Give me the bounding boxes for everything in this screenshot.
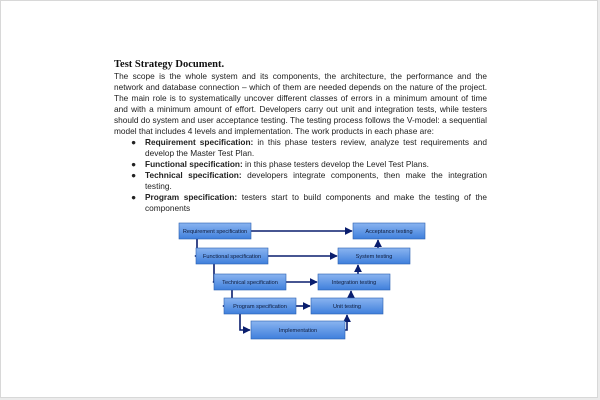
acceptance-testing-box: Acceptance testing: [352, 222, 426, 240]
bullet-term: Requirement specification:: [145, 137, 254, 147]
bullet-term: Technical specification:: [145, 170, 242, 180]
bullet-icon: ●: [131, 159, 137, 169]
list-item: ● Requirement specification: in this phas…: [131, 137, 487, 159]
acceptance-testing-label: Acceptance testing: [365, 229, 412, 235]
up-arrow: [343, 314, 351, 331]
technical-specification-label: Technical specification: [222, 280, 278, 286]
functional-specification-box: Functional specification: [195, 247, 269, 265]
bullet-text: developers integrate components, then ma…: [145, 170, 487, 191]
phase-list: ● Requirement specification: in this phas…: [114, 137, 487, 214]
functional-specification-label: Functional specification: [203, 254, 261, 260]
implementation-label: Implementation: [279, 328, 317, 334]
intro-paragraph: The scope is the whole system and its co…: [114, 71, 487, 136]
program-specification-box: Program specification: [223, 297, 297, 315]
program-specification-label: Program specification: [233, 304, 287, 310]
bullet-icon: ●: [131, 137, 137, 147]
technical-specification-box: Technical specification: [213, 273, 287, 291]
integration-testing-label: Integration testing: [332, 280, 376, 286]
diagram-arrows: [194, 227, 382, 334]
system-testing-box: System testing: [337, 247, 411, 265]
implementation-box: Implementation: [250, 320, 346, 340]
document-title: Test Strategy Document.: [114, 59, 225, 70]
requirement-specification-box: Requirement specification: [178, 222, 252, 240]
down-arrow: [239, 314, 251, 334]
bullet-text: testers start to build components and ma…: [145, 192, 488, 213]
bullet-term: Program specification:: [145, 192, 238, 202]
bullet-term: Functional specification:: [145, 159, 243, 169]
bullet-icon: ●: [131, 170, 137, 180]
document-content: Test Strategy Document. The scope is the…: [114, 59, 487, 214]
system-testing-label: System testing: [356, 254, 393, 260]
bullet-text: in this phase testers review, analyze te…: [145, 137, 487, 158]
unit-testing-box: Unit testing: [310, 297, 384, 315]
bullet-icon: ●: [131, 192, 137, 202]
list-item: ● Technical specification: developers int…: [131, 170, 487, 192]
list-item: ● Functional specification: in this phase…: [131, 159, 487, 170]
list-item: ● Program specification: testers start to…: [131, 192, 488, 214]
unit-testing-label: Unit testing: [333, 304, 361, 310]
bullet-text: in this phase testers develop the Level …: [242, 159, 429, 169]
requirement-specification-label: Requirement specification: [183, 229, 247, 235]
integration-testing-box: Integration testing: [317, 273, 391, 291]
